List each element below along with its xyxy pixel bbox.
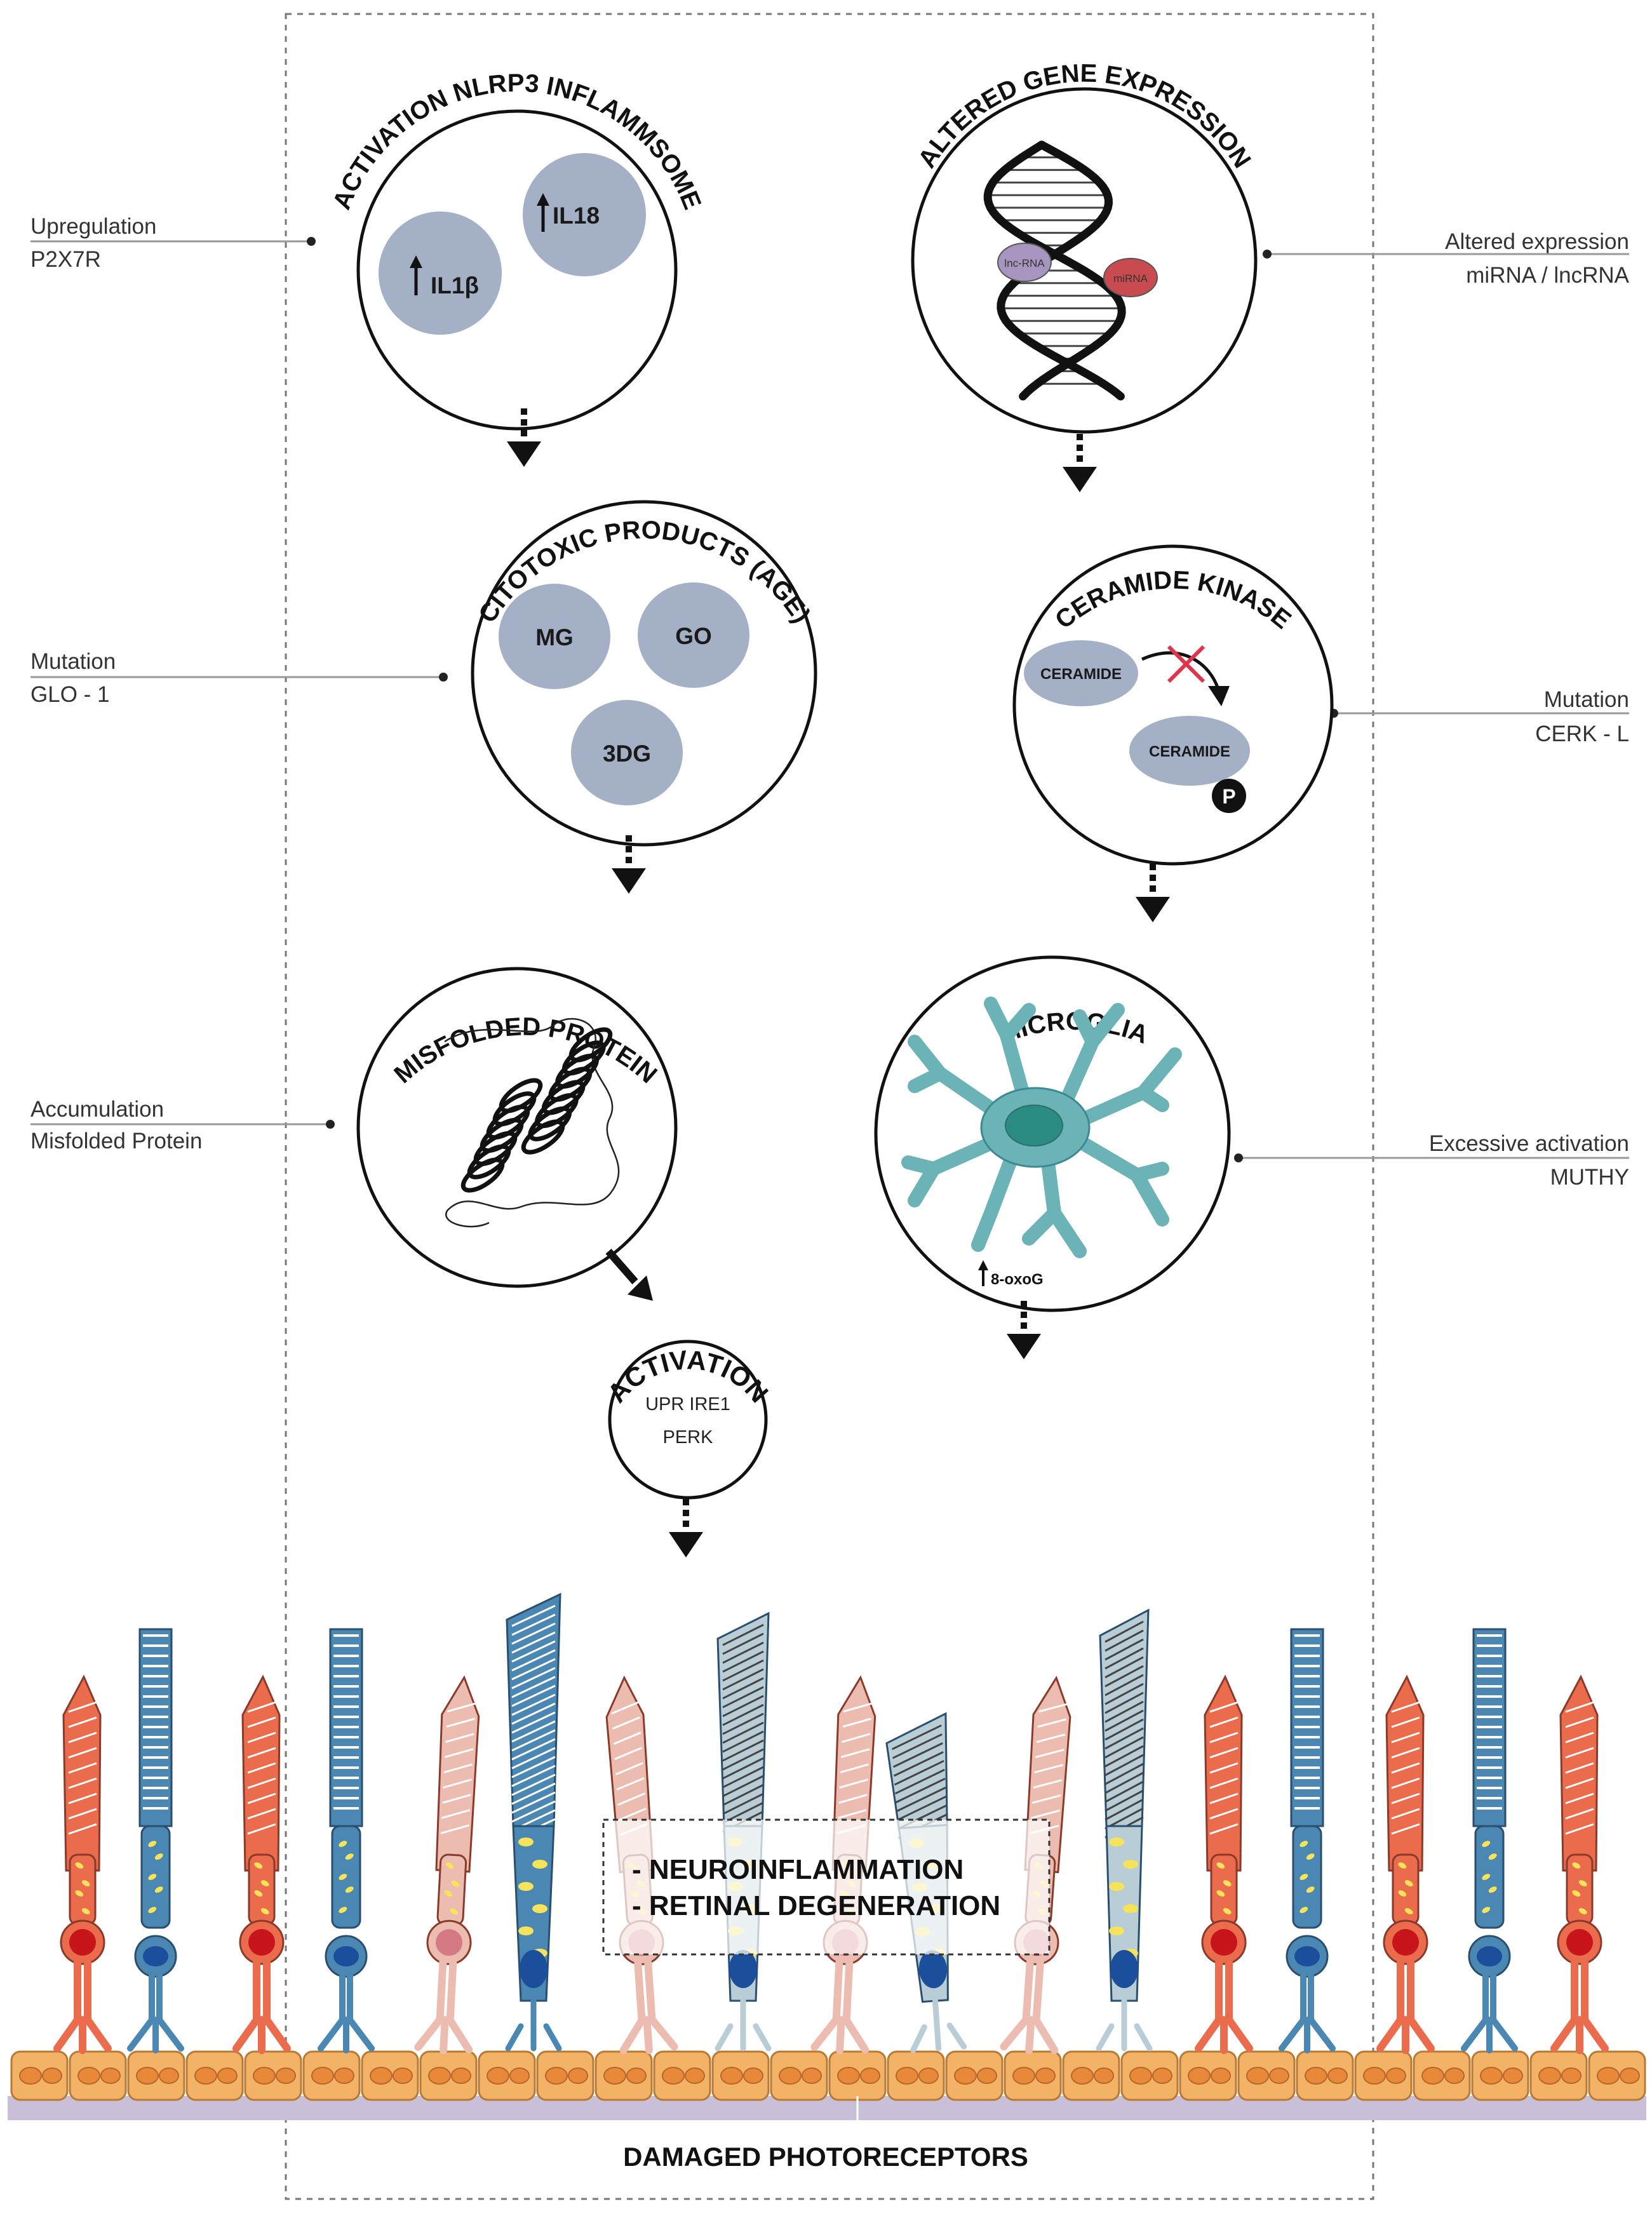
footer-title: DAMAGED PHOTORECEPTORS bbox=[623, 2142, 1028, 2172]
dotted-arrow bbox=[507, 408, 541, 467]
microglia-cell-icon bbox=[901, 997, 1182, 1258]
cone-photoreceptor bbox=[232, 1674, 291, 2054]
solid-arrow bbox=[605, 1249, 653, 1301]
inhibition-x-icon bbox=[1167, 645, 1205, 683]
degenerating-rod bbox=[505, 1592, 562, 2052]
oxog-label: 8-oxoG bbox=[991, 1271, 1044, 1288]
go-label: GO bbox=[675, 623, 712, 649]
phosphate-badge bbox=[1212, 779, 1246, 813]
il1b-label: IL1β bbox=[431, 272, 479, 299]
annotation-muthy: Excessive activation MUTHY bbox=[1234, 1131, 1629, 1190]
annotation-mirna: Altered expression miRNA / lncRNA bbox=[1263, 229, 1630, 288]
age-node: CITOTOXIC PRODUCTS (AGE) MG GO 3DG bbox=[471, 500, 817, 847]
lncrna-bubble bbox=[997, 243, 1052, 282]
annotation-accumulation: Accumulation Misfolded Protein bbox=[30, 1097, 335, 1153]
microglia-node: MICROGLIA 8-oxoG bbox=[874, 955, 1231, 1312]
annotation-glo1-label: GLO - 1 bbox=[30, 682, 109, 707]
3dg-blob bbox=[571, 700, 683, 805]
retina-layer bbox=[8, 1592, 1646, 2121]
annotation-altered-expression: Altered expression bbox=[1445, 229, 1629, 254]
annotation-p2x7r: Upregulation P2X7R bbox=[30, 214, 316, 272]
annotation-mirna-lncrna: miRNA / lncRNA bbox=[1466, 263, 1629, 288]
nlrp3-node: ACTIVATION NLRP3 INFLAMMSOME IL1β IL18 bbox=[328, 69, 706, 431]
cone-photoreceptor bbox=[53, 1674, 112, 2054]
cone-photoreceptor bbox=[1195, 1674, 1253, 2054]
il18-label: IL18 bbox=[553, 203, 600, 229]
rod-photoreceptor bbox=[1461, 1628, 1518, 2053]
degenerating-rod bbox=[1096, 1608, 1153, 2052]
ceramide-product-label: CERAMIDE bbox=[1149, 743, 1230, 760]
mirna-bubble bbox=[1103, 258, 1158, 297]
dotted-arrow bbox=[669, 1499, 703, 1557]
mg-blob bbox=[499, 584, 610, 689]
protein-coil-icon bbox=[444, 1018, 620, 1228]
ceramide-kinase-node: CERAMIDE KINASE CERAMIDE CERAMIDE P bbox=[1012, 544, 1334, 866]
flow-arrows bbox=[507, 408, 1170, 1557]
misfolded-protein-node: MISFOLDED PROTEIN bbox=[356, 967, 678, 1288]
cone-photoreceptor bbox=[1550, 1674, 1609, 2054]
annotation-mutation-glo: Mutation bbox=[30, 649, 116, 674]
annotation-accumulation-label: Accumulation bbox=[30, 1097, 164, 1122]
upr-ire1-label: UPR IRE1 bbox=[645, 1394, 730, 1415]
rod-photoreceptor bbox=[127, 1628, 184, 2053]
dotted-arrow bbox=[1136, 864, 1170, 922]
annotation-excessive-activation: Excessive activation bbox=[1429, 1131, 1629, 1156]
annotation-p2x7r-label: P2X7R bbox=[30, 247, 101, 272]
mirna-label: miRNA bbox=[1113, 272, 1148, 285]
ceramide-substrate-blob bbox=[1024, 640, 1138, 706]
dotted-arrow bbox=[1007, 1301, 1041, 1359]
gene-expression-node: ALTERED GENE EXPRESSION lnc-RNA miRNA bbox=[911, 59, 1258, 434]
annotation-cerk-label: CERK - L bbox=[1535, 722, 1629, 746]
dotted-arrow bbox=[1063, 434, 1097, 492]
dotted-arrow bbox=[612, 835, 646, 894]
conversion-arrowhead bbox=[1208, 686, 1230, 706]
lncrna-label: lnc-RNA bbox=[1004, 257, 1045, 269]
go-blob bbox=[638, 582, 749, 688]
mg-label: MG bbox=[535, 624, 574, 650]
cone-photoreceptor bbox=[1376, 1674, 1435, 2054]
annotation-cerk: Mutation CERK - L bbox=[1329, 687, 1629, 746]
annotation-muthy-label: MUTHY bbox=[1550, 1165, 1629, 1190]
rod-photoreceptor bbox=[1279, 1628, 1336, 2053]
3dg-label: 3DG bbox=[603, 741, 651, 767]
perk-label: PERK bbox=[663, 1427, 714, 1448]
cone-photoreceptor bbox=[414, 1675, 480, 2055]
upr-activation-node: ACTIVATION UPR IRE1 PERK bbox=[601, 1340, 774, 1500]
up-arrow-icon bbox=[537, 193, 549, 232]
annotation-mutation-cerk: Mutation bbox=[1544, 687, 1629, 712]
up-arrow-icon bbox=[410, 255, 422, 295]
phosphate-label: P bbox=[1222, 785, 1235, 808]
annotation-upregulation: Upregulation bbox=[30, 214, 156, 239]
retinal-degeneration-label: - RETINAL DEGENERATION bbox=[632, 1890, 1000, 1921]
up-arrow-icon bbox=[978, 1260, 988, 1286]
ceramide-substrate-label: CERAMIDE bbox=[1040, 666, 1122, 683]
il18-blob bbox=[523, 153, 646, 276]
rpe-cell-layer bbox=[10, 2050, 1646, 2101]
ceramide-product-blob bbox=[1129, 716, 1250, 786]
annotation-glo1: Mutation GLO - 1 bbox=[30, 649, 448, 707]
neuroinflammation-label: - NEUROINFLAMMATION bbox=[632, 1854, 964, 1885]
outcome-box: - NEUROINFLAMMATION - RETINAL DEGENERATI… bbox=[602, 1818, 1051, 1956]
annotation-misfolded-label: Misfolded Protein bbox=[30, 1129, 202, 1153]
rod-photoreceptor bbox=[318, 1628, 375, 2053]
il1b-blob bbox=[379, 212, 502, 335]
